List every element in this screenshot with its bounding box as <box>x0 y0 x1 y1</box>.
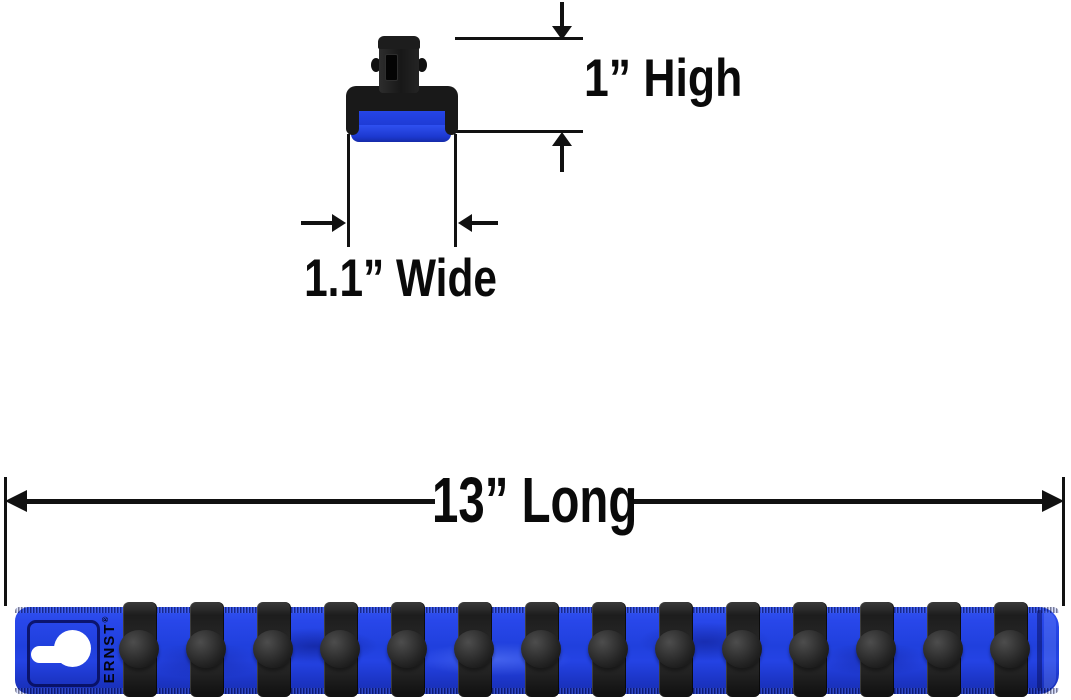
socket-clip <box>789 602 829 697</box>
length-line-right <box>628 499 1044 504</box>
height-arrow-up-head <box>552 132 572 146</box>
socket-clip <box>454 602 494 697</box>
width-ext-line-right <box>454 134 457 247</box>
length-dimension-label: 13” Long <box>432 464 638 536</box>
clip-flange-curl-right <box>445 100 458 135</box>
keyhole-slot <box>31 646 73 663</box>
socket-clip-stud <box>655 630 695 668</box>
width-dimension-label: 1.1” Wide <box>304 249 498 308</box>
socket-clip <box>320 602 360 697</box>
width-arrow-left-stem <box>301 221 334 225</box>
socket-clip <box>253 602 293 697</box>
clip-base-skirt <box>351 125 451 142</box>
socket-clip-stud <box>320 630 360 668</box>
socket-clip <box>186 602 226 697</box>
socket-clip-stud <box>923 630 963 668</box>
socket-clip-stud <box>588 630 628 668</box>
width-arrow-right-head <box>458 214 472 232</box>
socket-clip-stud <box>722 630 762 668</box>
height-arrow-down-head <box>552 26 572 40</box>
socket-clip-stud <box>521 630 561 668</box>
height-dim-top-line <box>455 37 583 40</box>
socket-clip <box>990 602 1030 697</box>
width-ext-line-left <box>347 134 350 247</box>
width-arrow-right-stem <box>471 221 498 225</box>
length-tick-left <box>4 477 7 606</box>
length-arrow-right-head <box>1042 490 1064 512</box>
socket-clip <box>856 602 896 697</box>
socket-clip-stud <box>253 630 293 668</box>
height-dimension-label: 1” High <box>584 49 743 108</box>
length-arrow-left-head <box>5 490 27 512</box>
clip-peg-cap <box>378 36 420 49</box>
rail-end-highlight <box>1044 611 1056 690</box>
peg-detent-right <box>417 58 427 72</box>
socket-clip <box>521 602 561 697</box>
length-tick-right <box>1062 477 1065 606</box>
keyhole-panel <box>27 620 100 687</box>
width-arrow-left-head <box>332 214 346 232</box>
clip-flange-curl-left <box>346 100 359 135</box>
rail-end-ridge <box>1037 610 1042 691</box>
socket-clip <box>387 602 427 697</box>
height-dim-bottom-line <box>455 130 583 133</box>
socket-clip <box>119 602 159 697</box>
socket-clip <box>722 602 762 697</box>
length-line-left <box>24 499 435 504</box>
socket-clip-stud <box>387 630 427 668</box>
socket-clip-stud <box>990 630 1030 668</box>
socket-clip <box>655 602 695 697</box>
socket-clip-stud <box>856 630 896 668</box>
socket-clip-stud <box>789 630 829 668</box>
clip-peg-recess <box>385 54 398 81</box>
socket-clip-stud <box>454 630 494 668</box>
height-arrow-up-stem <box>560 145 564 172</box>
socket-clip-stud <box>119 630 159 668</box>
peg-detent-left <box>371 58 381 72</box>
height-arrow-down-stem <box>560 2 564 28</box>
socket-clip-stud <box>186 630 226 668</box>
socket-clip <box>923 602 963 697</box>
socket-clip <box>588 602 628 697</box>
